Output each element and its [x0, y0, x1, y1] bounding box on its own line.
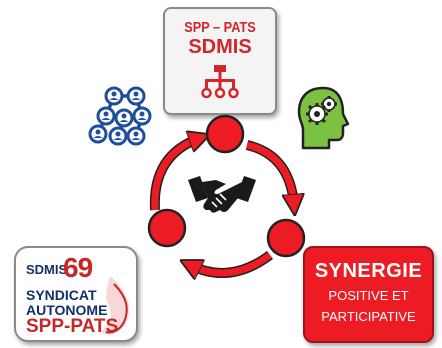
spp-pats-sdmis-box: SPP – PATS SDMIS	[163, 7, 277, 115]
logo-line1: SYNDICAT	[26, 287, 97, 303]
network-people-icon	[88, 86, 152, 146]
logo-number: 69	[63, 252, 93, 283]
synergie-title: SYNERGIE	[314, 260, 423, 282]
box-title-line2: SDMIS	[188, 36, 252, 58]
box-title-line1: SPP – PATS	[184, 19, 256, 36]
syndicat-logo-box: SDMIS 69 SYNDICAT AUTONOME SPP-PATS	[14, 246, 138, 342]
handshake-icon	[188, 176, 256, 213]
logo-line2: AUTONOME	[26, 302, 108, 318]
cycle-node-top	[205, 114, 245, 154]
synergie-box: SYNERGIE POSITIVE ET PARTICIPATIVE	[303, 246, 434, 343]
org-chart-icon	[201, 65, 239, 99]
synergie-line1: POSITIVE ET	[328, 288, 409, 303]
cycle-diagram	[147, 114, 320, 290]
head-gears-icon	[297, 86, 350, 150]
synergie-line2: PARTICIPATIVE	[321, 309, 416, 324]
cycle-node-left	[147, 208, 187, 248]
logo-line3: SPP-PATS	[26, 316, 119, 337]
logo-sdmis: SDMIS	[26, 262, 68, 277]
cycle-node-right	[266, 218, 306, 258]
flame-logo-icon	[100, 276, 130, 335]
